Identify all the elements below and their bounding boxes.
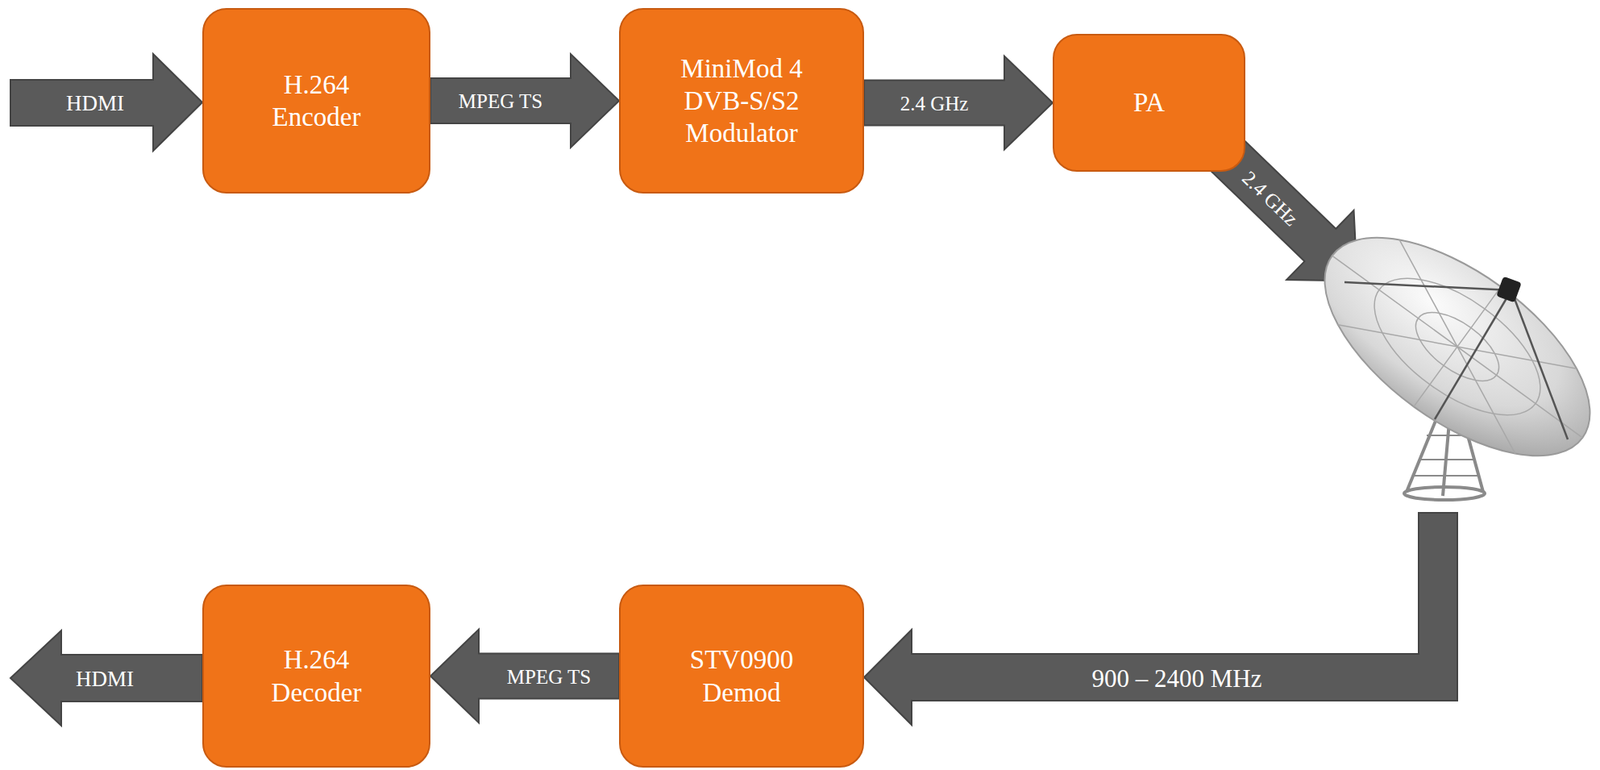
satellite-dish	[1288, 195, 1600, 500]
box-label: STV0900 Demod	[669, 643, 815, 709]
process-box: STV0900 Demod	[619, 584, 865, 768]
downlink-arrow	[864, 512, 1458, 725]
block-arrow	[864, 56, 1053, 150]
edge-label: MPEG TS	[458, 91, 543, 112]
edge-label: 2.4 GHz	[900, 92, 969, 113]
box-label: H.264 Encoder	[244, 68, 390, 134]
output-arrow	[10, 630, 203, 726]
box-label: MiniMod 4 DVB-S/S2 Modulator	[656, 52, 827, 150]
edge-label: MPEG TS	[507, 665, 591, 686]
block-arrow	[430, 629, 620, 724]
input-arrow	[10, 54, 203, 151]
process-box: H.264 Decoder	[202, 584, 431, 768]
signal-label: HDMI	[66, 92, 125, 115]
process-box: PA	[1052, 33, 1246, 172]
signal-label: HDMI	[75, 668, 134, 690]
signal-label: 900 – 2400 MHz	[1092, 665, 1263, 691]
box-label: H.264 Decoder	[244, 643, 390, 709]
box-label: PA	[1133, 86, 1165, 119]
block-arrow	[430, 54, 620, 148]
process-box: H.264 Encoder	[202, 8, 431, 194]
process-box: MiniMod 4 DVB-S/S2 Modulator	[619, 8, 865, 194]
